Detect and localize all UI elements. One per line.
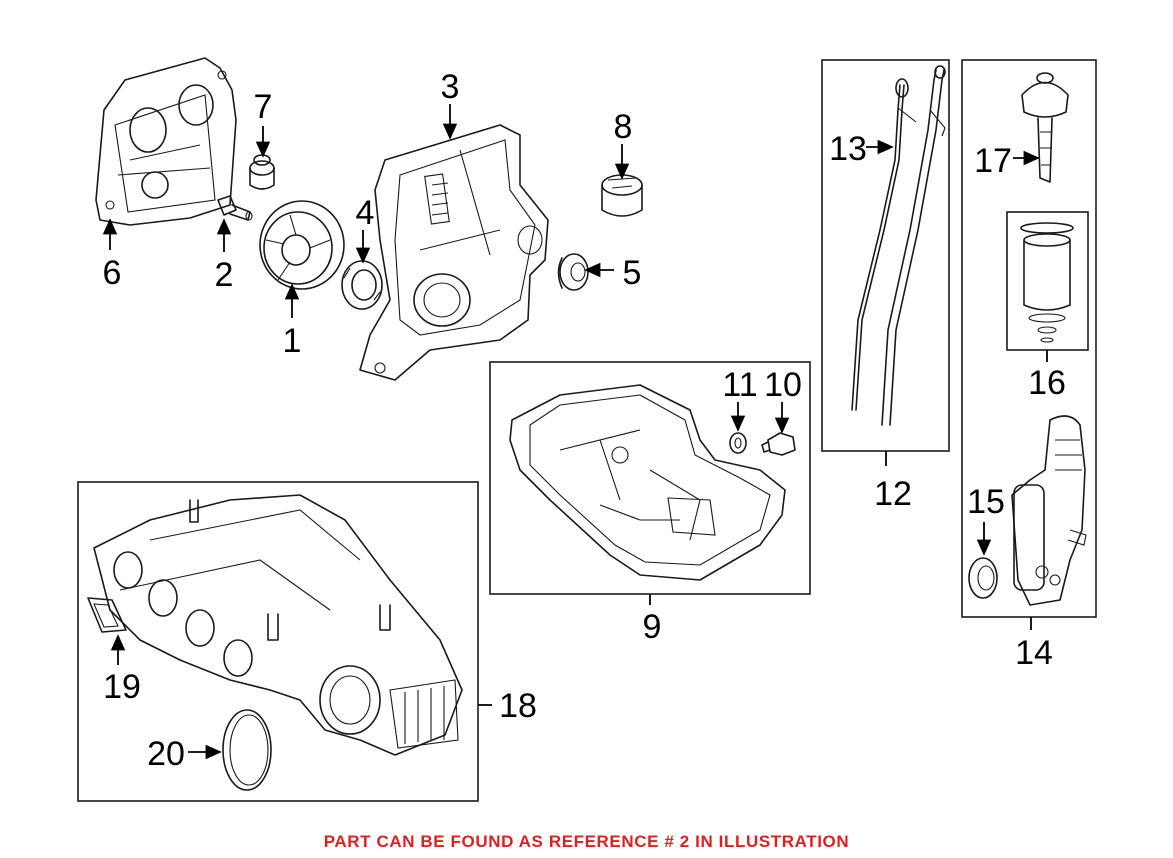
part-6-cover-plate [95, 57, 237, 226]
callout-13: 13 [829, 130, 867, 168]
part-20-ring-seal [222, 709, 272, 791]
part-2-bolt [217, 195, 253, 221]
part-1-pulley [259, 200, 345, 290]
callout-10: 10 [764, 366, 802, 404]
callout-7: 7 [254, 88, 273, 126]
part-12-dipstick-tube [881, 65, 946, 426]
part-9-oil-pan [509, 384, 786, 581]
group-box-9 [489, 361, 811, 595]
part-8-cap [601, 174, 643, 217]
part-14-filter-housing [1011, 415, 1087, 606]
reference-note: PART CAN BE FOUND AS REFERENCE # 2 IN IL… [323, 832, 850, 851]
callout-16: 16 [1028, 364, 1066, 402]
group-box-14 [961, 59, 1097, 618]
callout-15: 15 [967, 483, 1005, 521]
callout-18: 18 [499, 687, 537, 725]
part-7-plug [249, 154, 275, 190]
callout-19: 19 [103, 668, 141, 706]
part-18-intake-manifold [93, 494, 463, 756]
part-5-seal [557, 253, 589, 291]
part-4-seal [341, 260, 383, 310]
callout-9: 9 [643, 608, 662, 646]
callout-5: 5 [623, 254, 642, 292]
part-3-timing-cover [359, 124, 549, 381]
callout-4: 4 [356, 194, 375, 232]
callout-11: 11 [722, 366, 757, 404]
callout-2: 2 [215, 256, 234, 294]
callout-14: 14 [1015, 634, 1053, 672]
callout-6: 6 [103, 254, 122, 292]
callout-8: 8 [614, 108, 633, 146]
part-19-gasket [87, 597, 127, 633]
part-13-dipstick [851, 78, 917, 411]
callout-12: 12 [874, 475, 912, 513]
part-17-filter-cap [1021, 72, 1069, 183]
group-box-18 [77, 481, 479, 802]
part-11-washer [729, 432, 747, 454]
leader-arrows [102, 104, 1048, 760]
callout-labels: 1 2 3 4 5 6 7 8 9 10 11 12 13 14 15 16 1… [103, 68, 1066, 773]
part-16-filter-element [1020, 222, 1074, 343]
callout-17: 17 [974, 142, 1012, 180]
callout-20: 20 [147, 735, 185, 773]
callout-3: 3 [441, 68, 460, 106]
part-15-gasket [968, 557, 998, 599]
callout-1: 1 [283, 322, 302, 360]
part-10-drain-plug [761, 432, 796, 456]
